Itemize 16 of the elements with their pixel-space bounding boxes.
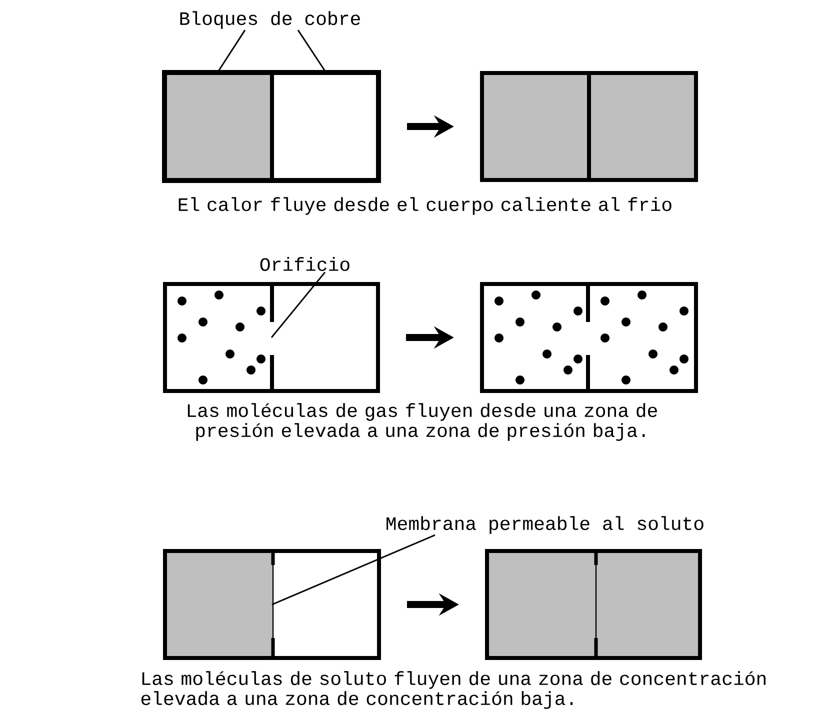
gas-container-drawing	[163, 282, 380, 393]
caption: Las moléculas de soluto fluyen de una zona de concentración elevada a una zona de concentración baja.	[141, 671, 766, 709]
callout-label: Membrana permeable al soluto	[386, 516, 704, 534]
blocks-outline	[162, 70, 381, 183]
solution-container-drawing	[485, 549, 702, 660]
leader-line	[297, 30, 326, 72]
caption: Las moléculas de gas fluyen desde una zona de presión elevada a una zona de presión baja.	[188, 403, 657, 441]
callout-label: Orificio	[260, 257, 350, 271]
leader-line	[272, 534, 436, 606]
gas-container-drawing	[480, 282, 698, 393]
callout-label: Bloques de cobre	[180, 11, 360, 29]
blocks-drawing	[480, 71, 698, 182]
leader-line	[270, 272, 326, 338]
solution-container-drawing	[163, 549, 381, 660]
leader-line	[218, 30, 246, 72]
caption: El calor fluye desde el cuerpo caliente al frio	[178, 197, 672, 215]
